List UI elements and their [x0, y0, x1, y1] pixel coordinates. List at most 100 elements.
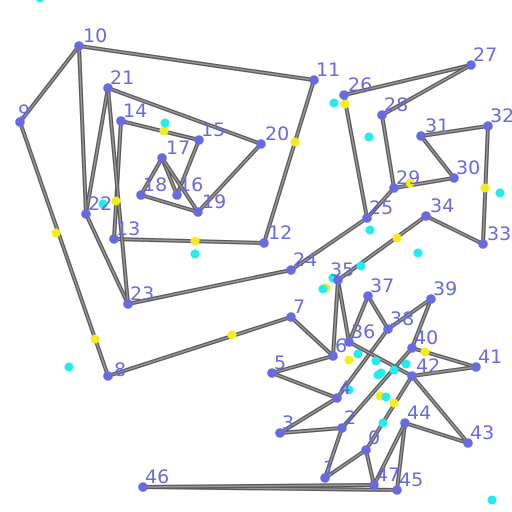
yellow-marker: [290, 137, 300, 147]
node-label: 3: [282, 412, 294, 434]
graph-node: [103, 83, 113, 93]
yellow-marker: [159, 126, 169, 136]
graph-edge: [331, 278, 340, 358]
graph-node: [400, 418, 410, 428]
graph-node: [377, 110, 387, 120]
node-label: 27: [473, 44, 497, 66]
node-label: 37: [370, 275, 394, 297]
node-label: 11: [316, 59, 340, 81]
graph-edge: [336, 278, 351, 344]
graph-node: [449, 173, 459, 183]
nodes-layer: [15, 41, 493, 495]
yellow-marker: [389, 398, 399, 408]
yellow-marker: [392, 233, 402, 243]
graph-edge: [336, 214, 428, 282]
cyan-marker: [356, 261, 366, 271]
graph-edge: [160, 156, 200, 214]
node-label: 29: [396, 167, 420, 189]
graph-node: [109, 234, 119, 244]
graph-edge: [347, 340, 414, 378]
node-label: 21: [110, 67, 134, 89]
graph-node: [463, 438, 473, 448]
graph-edge: [289, 315, 335, 358]
node-label: 4: [339, 377, 351, 399]
cyan-marker: [35, 0, 45, 3]
graph-edge: [112, 237, 266, 245]
cyan-marker: [329, 98, 339, 108]
node-label: 20: [265, 123, 289, 145]
graph-edge: [289, 216, 369, 272]
graph-edge: [18, 120, 110, 378]
graph-node: [478, 239, 488, 249]
cyan-marker: [365, 225, 375, 235]
graph-edge: [262, 78, 316, 245]
graph-node: [267, 368, 277, 378]
node-label: 25: [369, 197, 393, 219]
yellow-marker: [51, 228, 61, 238]
cyan-marker: [318, 284, 328, 294]
yellow-marker: [111, 196, 121, 206]
cyan-marker: [389, 365, 399, 375]
yellow-marker: [405, 178, 415, 188]
graph-edge: [372, 421, 407, 487]
node-label: 43: [470, 422, 494, 444]
graph-edge: [424, 214, 485, 246]
graph-node: [339, 90, 349, 100]
node-label: 31: [425, 115, 449, 137]
cyan-marker: [495, 188, 505, 198]
graph-node: [74, 41, 84, 51]
graph-node: [275, 428, 285, 438]
yellow-marker: [420, 347, 430, 357]
graph-node: [392, 485, 402, 495]
graph-edge: [419, 134, 456, 180]
graph-node: [136, 190, 146, 200]
node-label: 16: [179, 174, 203, 196]
graph-node: [103, 371, 113, 381]
graph-node: [344, 337, 354, 347]
graph-node: [194, 135, 204, 145]
cyan-marker: [344, 385, 354, 395]
cyan-marker: [371, 356, 381, 366]
graph-edge: [323, 448, 368, 480]
cyan-marker: [401, 359, 411, 369]
graph-edge: [84, 212, 130, 306]
graph-edge: [84, 86, 110, 216]
cyan-marker: [160, 118, 170, 128]
node-label: 5: [274, 352, 286, 374]
graph-edge: [340, 346, 414, 430]
node-label: 34: [430, 195, 454, 217]
graph-node: [172, 190, 182, 200]
yellow-marker: [227, 330, 237, 340]
graph-edge: [419, 124, 490, 138]
yellow-marker: [190, 236, 200, 246]
graph-edge: [106, 315, 293, 378]
node-label: 44: [407, 402, 431, 424]
graph-edge: [395, 421, 407, 492]
graph-node: [81, 209, 91, 219]
graph-node: [337, 423, 347, 433]
graph-node: [369, 480, 379, 490]
graph-node: [426, 294, 436, 304]
graph-edge: [335, 327, 390, 400]
graph-edge: [410, 365, 478, 378]
node-label: 39: [433, 278, 457, 300]
graph-node: [116, 116, 126, 126]
node-label: 14: [123, 100, 147, 122]
node-label: 1: [323, 457, 335, 479]
graph-edge: [380, 113, 396, 190]
graph-edge: [364, 448, 376, 487]
yellow-marker: [344, 355, 354, 365]
graph-edge: [342, 63, 473, 97]
graph-edge: [347, 294, 370, 344]
graph-edge: [270, 354, 335, 375]
graph-edge: [403, 421, 470, 445]
cyan-marker: [381, 392, 391, 402]
node-label: 18: [143, 174, 167, 196]
node-label: 46: [145, 466, 169, 488]
graph-edge: [106, 86, 130, 306]
graph-node: [256, 139, 266, 149]
graph-node: [466, 60, 476, 70]
graph-edge: [278, 396, 339, 435]
node-label: 13: [116, 218, 140, 240]
node-label: 36: [351, 321, 375, 343]
